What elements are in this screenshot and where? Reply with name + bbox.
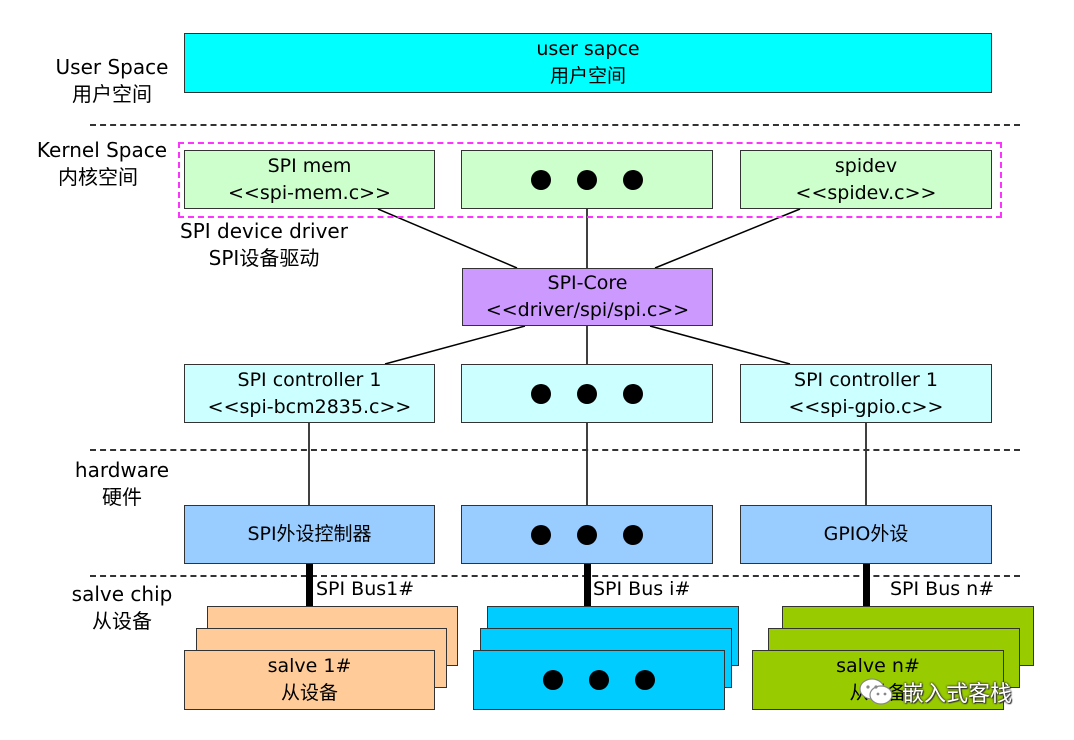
- label-spi-device-driver: SPI device driver SPI设备驱动: [180, 219, 348, 270]
- watermark: 嵌入式客栈: [858, 674, 1012, 710]
- controller-bcm2835: SPI controller 1 <<spi-bcm2835.c>>: [184, 364, 435, 423]
- spi-core-box: SPI-Core <<driver/spi/spi.c>>: [462, 268, 713, 326]
- slave-mid-front: [473, 650, 725, 710]
- label-hardware: hardware 硬件: [74, 458, 170, 509]
- user-space-box: user sapce 用户空间: [184, 33, 992, 93]
- bus-label-right: SPI Bus n#: [890, 578, 995, 600]
- hardware-spi-peripheral: SPI外设控制器: [184, 505, 435, 564]
- ellipsis-dots: [531, 169, 643, 190]
- ellipsis-dots: [543, 670, 655, 690]
- wechat-icon: [859, 678, 893, 705]
- wire-core-ctrl-right: [649, 325, 791, 365]
- separator-kernel-hardware: [90, 449, 1020, 451]
- label-slave-chip: salve chip 从设备: [71, 582, 173, 633]
- driver-more: [461, 150, 713, 209]
- hardware-more: [461, 505, 713, 564]
- controller-more: [461, 364, 713, 423]
- bus-label-middle: SPI Bus i#: [593, 578, 691, 600]
- spi-bus-right: [863, 564, 870, 608]
- separator-user-kernel: [90, 124, 1020, 126]
- wire-spimem-core: [377, 208, 518, 269]
- watermark-text: 嵌入式客栈: [902, 682, 1013, 707]
- kernel-driver-outline: [178, 142, 1002, 218]
- spi-bus-middle: [584, 564, 591, 608]
- ellipsis-dots: [531, 383, 643, 404]
- controller-gpio: SPI controller 1 <<spi-gpio.c>>: [740, 364, 992, 423]
- wire-spidev-core: [654, 208, 801, 269]
- driver-spidev: spidev <<spidev.c>>: [740, 150, 992, 209]
- separator-hardware-slave: [90, 575, 1020, 577]
- spi-bus-left: [306, 564, 313, 608]
- bus-label-left: SPI Bus1#: [316, 578, 415, 600]
- hardware-gpio-peripheral: GPIO外设: [740, 505, 992, 564]
- label-kernel-space: Kernel Space 内核空间: [36, 138, 168, 189]
- label-user-space: User Space 用户空间: [55, 55, 169, 106]
- driver-spi-mem: SPI mem <<spi-mem.c>>: [184, 150, 435, 209]
- ellipsis-dots: [531, 524, 643, 545]
- slave-left-front: salve 1# 从设备: [184, 650, 435, 710]
- wire-core-ctrl-left: [384, 325, 526, 365]
